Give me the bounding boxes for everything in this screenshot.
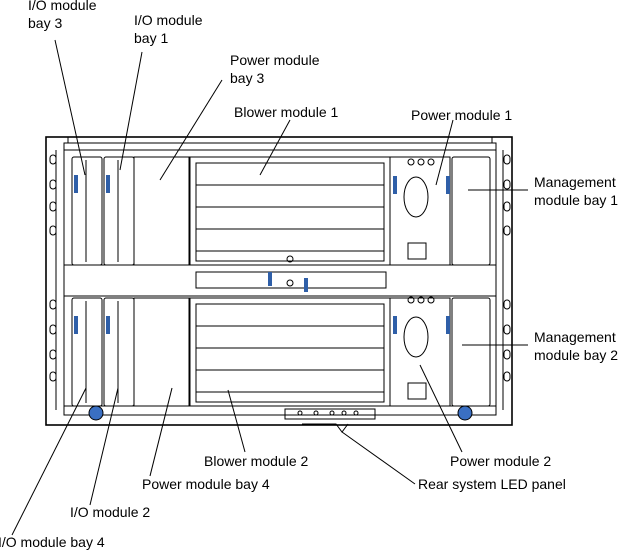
label-io-module-2: I/O module 2 [70,504,151,520]
label-power-module-2: Power module 2 [450,453,552,469]
right-blue-button [457,405,473,421]
label-blower-module-2: Blower module 2 [204,453,309,469]
io-module-bay1 [103,156,135,266]
power-module-bay3 [133,156,190,266]
callout-lines [11,39,528,536]
label-power-module-bay3: Power module bay 3 [230,52,320,86]
label-management-module-bay1: Management module bay 1 [534,174,619,208]
label-rear-system-led-panel: Rear system LED panel [418,476,566,492]
label-io-module-bay1: I/O module bay 1 [134,12,203,46]
blower-module-1 [189,156,391,266]
blower-module-2 [189,297,391,407]
io-module-2 [103,297,135,407]
label-io-module-bay4: I/O module bay 4 [0,534,105,550]
label-power-module-bay4: Power module bay 4 [142,476,270,492]
io-module-bay3 [71,156,103,266]
module-release-handles [74,175,450,334]
chassis-outer [45,136,513,426]
left-rack-ear [49,150,57,410]
management-module-bay2 [451,297,491,407]
label-management-module-bay2: Management module bay 2 [534,329,619,363]
label-blower-module-1: Blower module 1 [234,104,339,120]
power-module-1 [389,156,451,266]
right-rack-ear [502,150,511,410]
power-module-2 [389,297,451,407]
power-module-bay4 [133,297,190,407]
label-io-module-bay3: I/O module bay 3 [28,0,97,31]
label-power-module-1: Power module 1 [411,107,513,123]
rear-led-panel [284,408,376,420]
management-module-bay1 [451,156,491,266]
left-blue-button [88,405,104,421]
chassis-inner [63,142,497,416]
io-module-bay4 [71,297,103,407]
